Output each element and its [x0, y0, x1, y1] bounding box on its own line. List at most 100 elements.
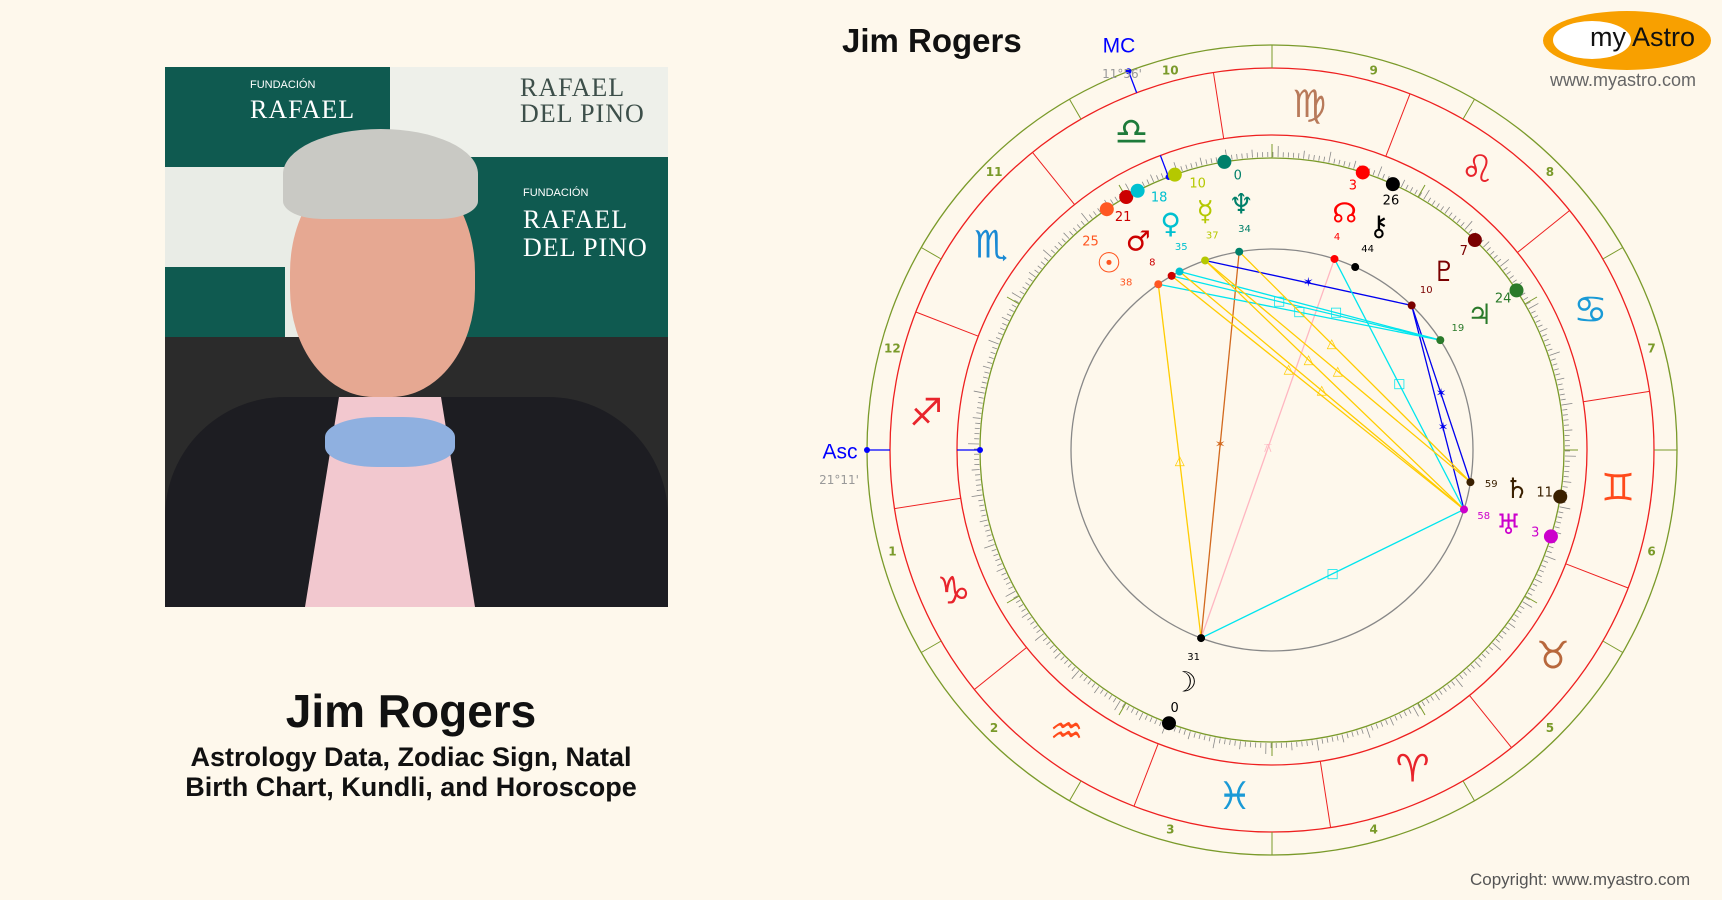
degree-tick [1498, 634, 1504, 639]
degree-tick [1486, 247, 1491, 252]
degree-tick [1561, 402, 1573, 406]
jupiter-minute: 19 [1452, 323, 1465, 334]
house-number: 3 [1166, 823, 1174, 837]
degree-tick [1399, 713, 1403, 719]
chiron-minute: 44 [1361, 244, 1374, 255]
degree-tick [1463, 671, 1468, 676]
sign-boundary-line [1565, 563, 1629, 589]
degree-tick [1002, 322, 1008, 326]
degree-tick [981, 381, 987, 384]
planet-dot-sun [1099, 202, 1114, 217]
degree-tick [1563, 419, 1569, 421]
aspect-symbol-square: □ [1330, 305, 1342, 320]
degree-tick [1239, 741, 1241, 750]
degree-tick [1481, 653, 1486, 658]
degree-tick [979, 519, 988, 523]
aspect-line-moon-north-node [1200, 258, 1336, 639]
house-cusp-line [1069, 780, 1082, 801]
degree-tick [979, 504, 985, 507]
degree-tick [1121, 703, 1126, 708]
aspect-line-neptune-saturn [1238, 251, 1471, 483]
degree-tick [1303, 150, 1305, 159]
planet-inner-dot-chiron [1351, 263, 1360, 272]
house-number: 4 [1370, 823, 1378, 837]
degree-tick [1014, 299, 1019, 304]
degree-tick [1434, 693, 1440, 701]
banner-text-small: FUNDACIÓN [523, 187, 589, 199]
degree-tick [976, 489, 982, 491]
degree-tick [1503, 266, 1508, 271]
degree-tick [993, 553, 999, 557]
photo-hair [283, 129, 478, 219]
degree-tick [1346, 733, 1349, 739]
degree-tick [988, 356, 994, 359]
degree-tick [1559, 506, 1571, 510]
aspect-symbol-sextile: ✶ [1303, 275, 1314, 290]
degree-tick [1063, 232, 1070, 239]
sign-glyph-aries: ♈︎ [1396, 746, 1430, 790]
degree-tick [984, 544, 995, 549]
degree-tick [1403, 711, 1407, 717]
degree-tick [1527, 592, 1533, 596]
degree-tick [1348, 162, 1351, 168]
uranus-degree: 3 [1531, 525, 1539, 540]
sign-glyph-libra: ♎︎ [1114, 110, 1148, 154]
degree-tick [1231, 154, 1233, 160]
degree-tick [1050, 249, 1056, 254]
pluto-minute: 10 [1420, 285, 1433, 296]
degree-tick [1011, 304, 1017, 308]
mc-line-inner [1159, 155, 1170, 178]
saturn-minute: 59 [1485, 479, 1498, 490]
myastro-logo[interactable]: my Astro [1543, 11, 1711, 70]
degree-tick [1054, 652, 1061, 659]
house-cusp-tick [1524, 595, 1538, 604]
degree-tick [1443, 687, 1447, 692]
aspect-circle [1070, 248, 1474, 652]
degree-tick [1150, 174, 1155, 183]
site-url[interactable]: www.myastro.com [1550, 70, 1697, 90]
degree-tick [1418, 192, 1423, 197]
degree-tick [1156, 175, 1159, 181]
degree-tick [1087, 680, 1092, 685]
house-cusp-line [1462, 99, 1475, 120]
degree-tick [1071, 670, 1080, 680]
sign-boundary-line [894, 497, 961, 510]
mercury-icon: ☿ [1197, 195, 1214, 228]
planet-inner-dot-saturn [1466, 478, 1475, 487]
degree-tick [988, 339, 999, 345]
degree-tick [1500, 259, 1510, 267]
mc-line-outer [1127, 71, 1138, 94]
degree-tick [1519, 605, 1525, 610]
degree-tick [1451, 681, 1456, 686]
planet-inner-dot-uranus [1460, 505, 1469, 514]
aspect-symbol-trine: △ [1317, 383, 1327, 398]
degree-tick [1553, 368, 1559, 371]
aspect-line-pluto-uranus [1411, 305, 1465, 510]
degree-tick [1135, 710, 1139, 716]
degree-tick [1488, 646, 1494, 651]
degree-tick [1195, 161, 1198, 167]
degree-tick [1541, 334, 1547, 337]
degree-tick [1410, 187, 1414, 192]
house-cusp-line [1462, 780, 1475, 801]
degree-tick [1049, 645, 1054, 650]
degree-tick [1241, 153, 1243, 159]
banner-text: RAFAEL [523, 205, 629, 234]
degree-tick [1546, 550, 1552, 554]
house-number: 10 [1162, 63, 1179, 77]
sign-boundary-line [1583, 390, 1650, 403]
degree-tick [1545, 555, 1556, 561]
degree-tick [1556, 377, 1565, 381]
degree-tick [1060, 656, 1065, 661]
degree-tick [995, 558, 1001, 562]
planet-inner-dot-pluto [1407, 301, 1416, 310]
degree-tick [1091, 683, 1096, 688]
degree-tick [1478, 657, 1483, 662]
north-node-degree: 3 [1349, 179, 1357, 194]
degree-tick [1533, 315, 1539, 319]
degree-tick [1009, 308, 1014, 312]
degree-tick [1408, 708, 1412, 714]
degree-tick [1562, 409, 1568, 411]
degree-tick [1034, 269, 1039, 274]
degree-tick [1083, 676, 1088, 682]
